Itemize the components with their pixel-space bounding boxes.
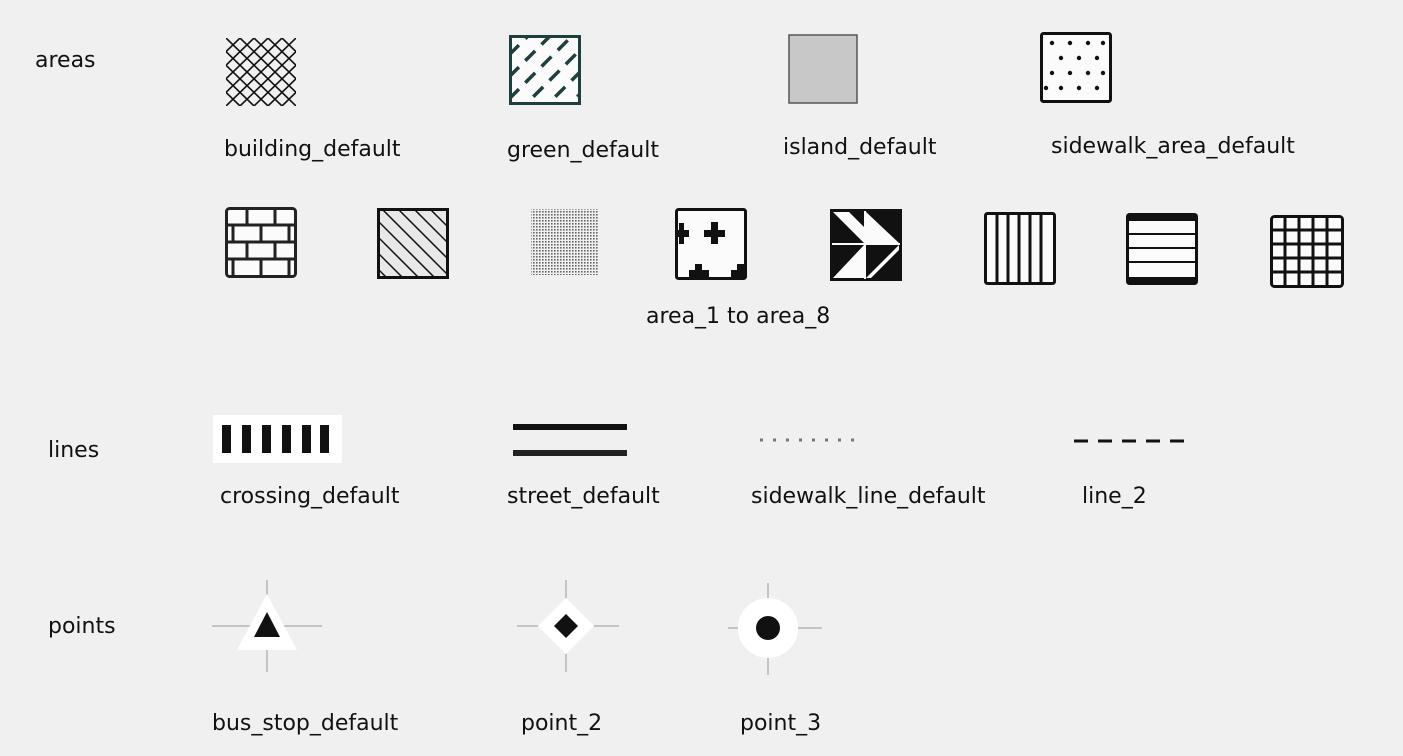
green-hatch-icon [509, 35, 581, 105]
grid-icon [1270, 215, 1344, 288]
island-square-icon [788, 34, 858, 104]
line-label-line-2: line_2 [1082, 484, 1147, 509]
horizontal-stripes-icon [1126, 213, 1198, 285]
cross-pattern-icon [675, 208, 747, 280]
diagonal-hatch-icon [377, 208, 449, 279]
area-label-building-default: building_default [224, 137, 401, 162]
line-label-street-default: street_default [507, 484, 660, 509]
street-line-icon [513, 424, 627, 456]
area-range-label: area_1 to area_8 [646, 304, 831, 329]
line-label-crossing-default: crossing_default [220, 484, 400, 509]
line-label-sidewalk-line-default: sidewalk_line_default [751, 484, 986, 509]
brick-icon [225, 207, 297, 278]
diamond-point-icon [517, 580, 619, 672]
building-crosshatch-icon [226, 38, 296, 106]
section-title-points: points [48, 614, 116, 639]
point-label-bus-stop-default: bus_stop_default [212, 711, 399, 736]
area-label-island-default: island_default [783, 135, 937, 160]
sidewalk-dotted-line-icon [760, 438, 864, 442]
vertical-stripes-icon [984, 212, 1056, 285]
circle-point-icon [728, 583, 822, 675]
bus-stop-triangle-icon [212, 580, 322, 672]
fine-dot-icon [531, 209, 599, 275]
section-title-lines: lines [48, 438, 100, 463]
area-label-sidewalk-area-default: sidewalk_area_default [1051, 134, 1295, 159]
crossing-line-icon [213, 415, 342, 463]
dashed-line-icon [1074, 439, 1190, 443]
point-label-point-3: point_3 [740, 711, 822, 736]
area-label-green-default: green_default [507, 138, 659, 163]
point-label-point-2: point_2 [521, 711, 603, 736]
section-title-areas: areas [35, 48, 96, 73]
sidewalk-dots-icon [1040, 32, 1112, 103]
triangle-pattern-icon [830, 209, 902, 281]
